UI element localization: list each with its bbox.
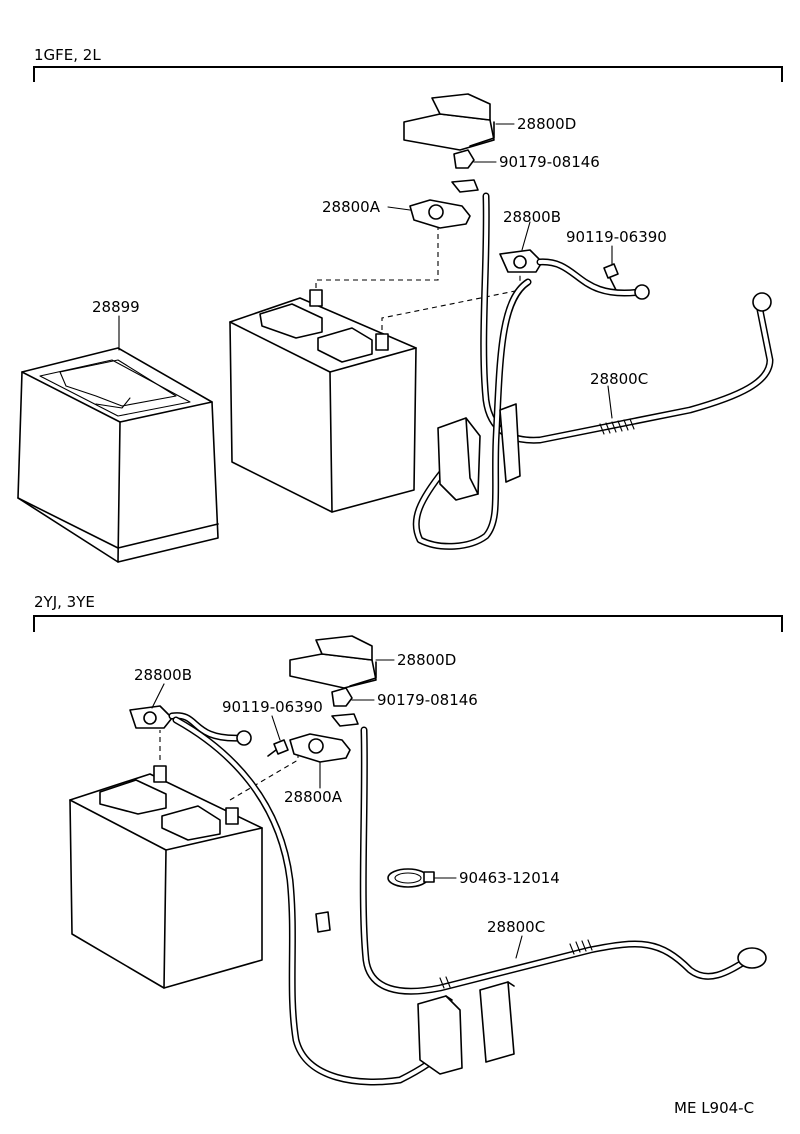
dashline-pos bbox=[315, 226, 439, 288]
battery-tray bbox=[17, 347, 219, 563]
label-cover-2: 28800D bbox=[397, 651, 456, 669]
section-2-heading: 2YJ, 3YE bbox=[34, 593, 95, 611]
figure-id: ME L904-C bbox=[674, 1099, 754, 1117]
label-pos-terminal: 28800A bbox=[322, 198, 381, 216]
section-1gfe-2l: 1GFE, 2L 28899 bbox=[17, 46, 783, 563]
leader-main-cable-2 bbox=[515, 935, 523, 959]
section-1-heading: 1GFE, 2L bbox=[34, 46, 101, 64]
leader-neg-terminal bbox=[521, 221, 531, 251]
bolt-2 bbox=[267, 739, 289, 757]
label-bolt: 90119-06390 bbox=[566, 228, 667, 246]
label-clamp: 90463-12014 bbox=[459, 869, 560, 887]
section-2-bracket bbox=[33, 615, 783, 632]
ground-bracket bbox=[437, 403, 521, 501]
battery-1 bbox=[229, 289, 417, 513]
leader-pos-terminal bbox=[387, 206, 411, 211]
positive-terminal bbox=[409, 179, 479, 229]
leader-bolt-2 bbox=[271, 715, 281, 741]
cover-nut bbox=[453, 149, 475, 169]
ground-bracket-2 bbox=[417, 981, 515, 1075]
label-main-cable: 28800C bbox=[590, 370, 648, 388]
terminal-cover-2 bbox=[289, 635, 377, 689]
negative-terminal bbox=[499, 249, 543, 273]
cable-clamp bbox=[387, 868, 435, 888]
bolt bbox=[603, 263, 619, 291]
battery-2 bbox=[69, 765, 263, 989]
label-nut-2: 90179-08146 bbox=[377, 691, 478, 709]
positive-terminal-2 bbox=[289, 713, 359, 763]
label-cover: 28800D bbox=[517, 115, 576, 133]
label-main-cable-2: 28800C bbox=[487, 918, 545, 936]
dashline-neg bbox=[381, 262, 521, 330]
label-tray: 28899 bbox=[92, 298, 140, 316]
label-bolt-2: 90119-06390 bbox=[222, 698, 323, 716]
terminal-cover bbox=[403, 93, 495, 151]
cover-nut-2 bbox=[331, 687, 353, 707]
label-nut: 90179-08146 bbox=[499, 153, 600, 171]
cable-set-1 bbox=[412, 192, 774, 550]
leader-neg-terminal-2 bbox=[151, 683, 165, 709]
label-neg-terminal-2: 28800B bbox=[134, 666, 192, 684]
label-pos-terminal-2: 28800A bbox=[284, 788, 343, 806]
label-neg-terminal: 28800B bbox=[503, 208, 561, 226]
leader-main-cable bbox=[607, 385, 613, 419]
section-1-bracket bbox=[33, 66, 783, 82]
section-2yj-3ye: 2YJ, 3YE 28800B 28800D bbox=[33, 593, 783, 1086]
negative-terminal-2 bbox=[129, 705, 173, 729]
